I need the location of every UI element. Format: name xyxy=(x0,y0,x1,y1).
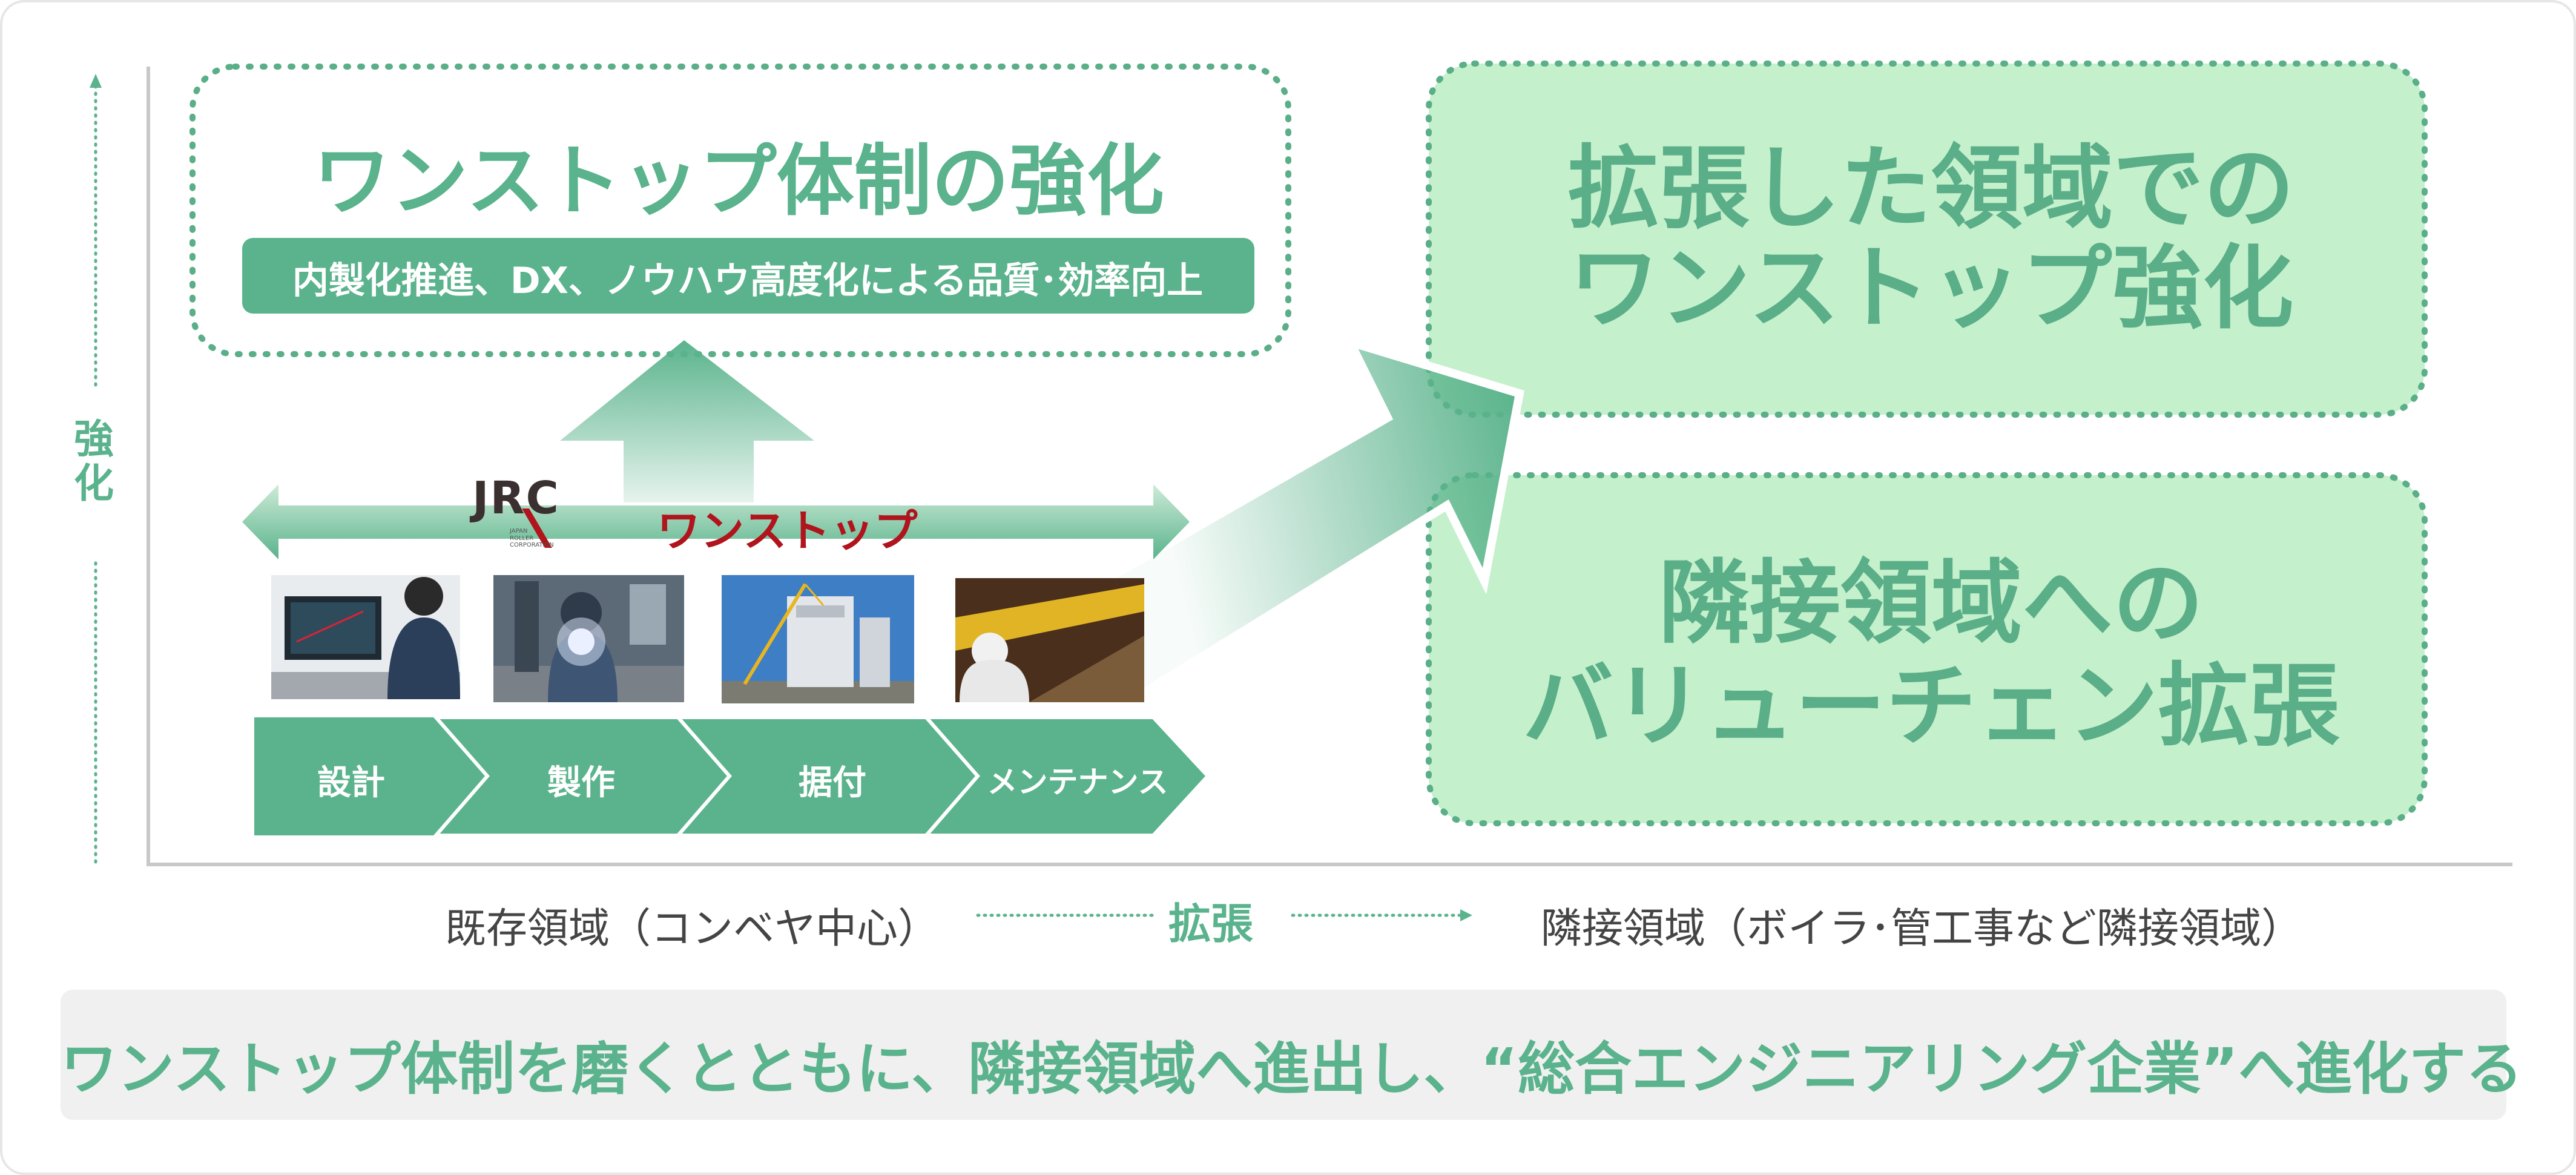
jrc-logo-mark xyxy=(522,509,552,548)
expanded-box-line2: ワンストップ強化 xyxy=(1569,236,2294,341)
vertical-axis-label: 強化 xyxy=(74,416,114,507)
x-axis-current-label: 既存領域（コンベヤ中心） xyxy=(445,905,940,953)
bottom-banner xyxy=(61,990,2506,1120)
adjacent-region-box xyxy=(1426,472,2428,826)
x-axis-adjacent-label: 隣接領域（ボイラ･管工事など隣接領域） xyxy=(1541,905,2303,953)
boiler-plant-construction-photo xyxy=(722,575,914,703)
top-box-title: ワンストップ体制の強化 xyxy=(313,136,1164,226)
x-axis-expand-label: 拡張 xyxy=(1168,899,1253,949)
adjacent-box-line2: バリューチェン拡張 xyxy=(1522,654,2340,759)
adjacent-box-line1: 隣接領域への xyxy=(1658,551,2204,656)
jrc-logo: JRC xyxy=(472,472,560,524)
expanded-region-box xyxy=(1426,61,2428,418)
expansion-diagonal-arrow xyxy=(1065,335,1525,702)
step-label-fabrication: 製作 xyxy=(547,763,615,803)
maintenance-worker-photo xyxy=(955,578,1144,702)
process-chain xyxy=(254,716,1211,837)
top-box-subtitle-bar xyxy=(242,238,1254,314)
process-step-design xyxy=(254,717,487,835)
expanded-box-line1: 拡張した領域での xyxy=(1567,136,2294,242)
top-box-subtitle: 内製化推進、DX、ノウハウ高度化による品質･効率向上 xyxy=(292,260,1204,302)
x-axis-expand-arrows xyxy=(976,909,1472,921)
step-label-installation: 据付 xyxy=(799,763,866,803)
onestop-double-arrow xyxy=(242,484,1190,559)
chart-axes xyxy=(147,67,2512,866)
bottom-message: ワンストップ体制を磨くとともに、隣接領域へ進出し、“総合エンジニアリング企業”へ… xyxy=(61,1036,2523,1102)
welding-worker-photo xyxy=(493,575,684,702)
step-label-maintenance: メンテナンス xyxy=(987,765,1168,800)
jrc-logo-subtext: JAPAN ROLLER CORPORATION xyxy=(510,528,554,548)
step-label-design: 設計 xyxy=(317,763,385,803)
process-step-maintenance xyxy=(922,716,1211,837)
strengthen-up-arrow xyxy=(560,340,814,502)
engineer-at-cad-desk-photo xyxy=(271,575,460,699)
vertical-axis xyxy=(90,74,102,864)
onestop-label: ワンストップ xyxy=(657,505,918,556)
